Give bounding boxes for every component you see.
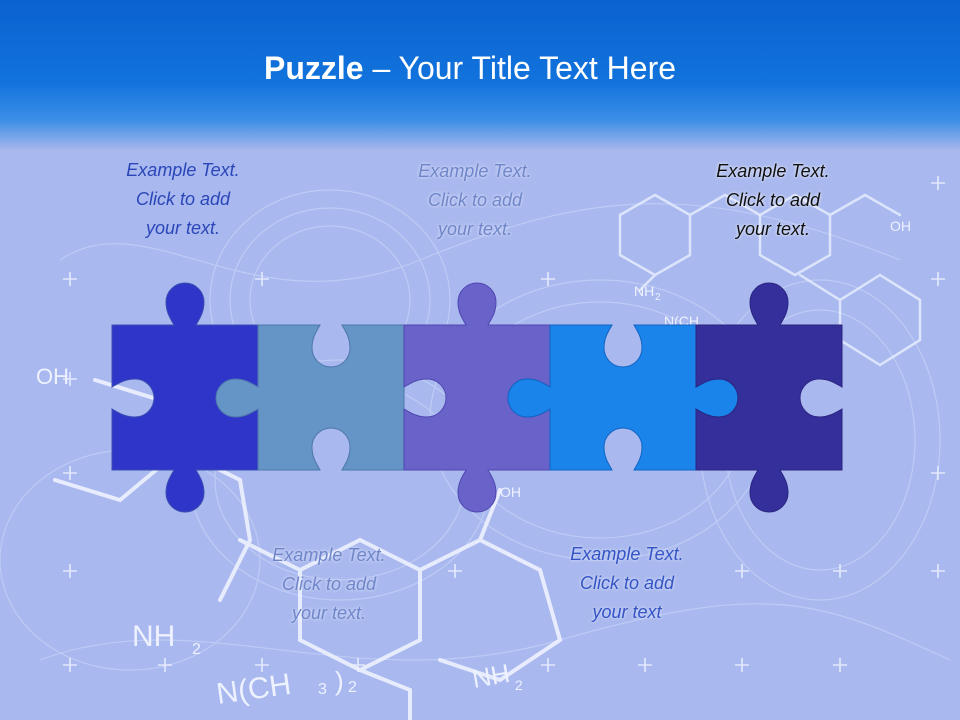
caption-2-line-3: your text. [437, 219, 513, 239]
puzzle-piece-1[interactable] [111, 282, 259, 513]
caption-5-line-2: Click to add [579, 573, 675, 593]
caption-3[interactable]: Example Text. Click to add your text. [678, 157, 868, 244]
caption-3-line-1: Example Text. [716, 161, 830, 181]
caption-1-line-2: Click to add [135, 189, 231, 209]
svg-text:): ) [335, 666, 344, 696]
oh-label-left: OH [36, 364, 69, 389]
svg-text:2: 2 [192, 641, 201, 658]
svg-text:2: 2 [348, 679, 357, 696]
caption-4-line-3: your text. [291, 603, 367, 623]
caption-3-line-3: your text. [735, 219, 811, 239]
nh2-label-left: NH [132, 620, 175, 653]
nh2-label-right: NH [634, 283, 654, 299]
caption-5-line-1: Example Text. [570, 544, 684, 564]
svg-text:2: 2 [515, 677, 523, 693]
caption-1-line-1: Example Text. [126, 160, 240, 180]
caption-5-line-3: your text [592, 602, 662, 622]
caption-4-line-1: Example Text. [272, 545, 386, 565]
caption-5[interactable]: Example Text. Click to add your text [532, 540, 722, 627]
caption-1-line-3: your text. [145, 218, 221, 238]
caption-4-line-2: Click to add [281, 574, 377, 594]
svg-text:3: 3 [318, 681, 327, 698]
oh-label-mid: OH [500, 484, 521, 500]
caption-2-line-1: Example Text. [418, 161, 532, 181]
svg-text:2: 2 [655, 292, 661, 303]
title-bar: Puzzle – Your Title Text Here [0, 0, 960, 150]
caption-4[interactable]: Example Text. Click to add your text. [234, 541, 424, 628]
title-bold: Puzzle [263, 50, 364, 86]
nh2-label-mid: NH [470, 658, 512, 694]
caption-1[interactable]: Example Text. Click to add your text. [88, 156, 278, 243]
caption-2[interactable]: Example Text. Click to add your text. [380, 157, 570, 244]
oh-label-right: OH [890, 218, 911, 234]
caption-2-line-2: Click to add [427, 190, 523, 210]
caption-3-line-2: Click to add [725, 190, 821, 210]
slide-title[interactable]: Puzzle – Your Title Text Here [0, 50, 940, 87]
puzzle-piece-2[interactable] [215, 324, 405, 471]
title-rest: – Your Title Text Here [363, 50, 677, 86]
puzzle-piece-5[interactable] [695, 282, 843, 513]
